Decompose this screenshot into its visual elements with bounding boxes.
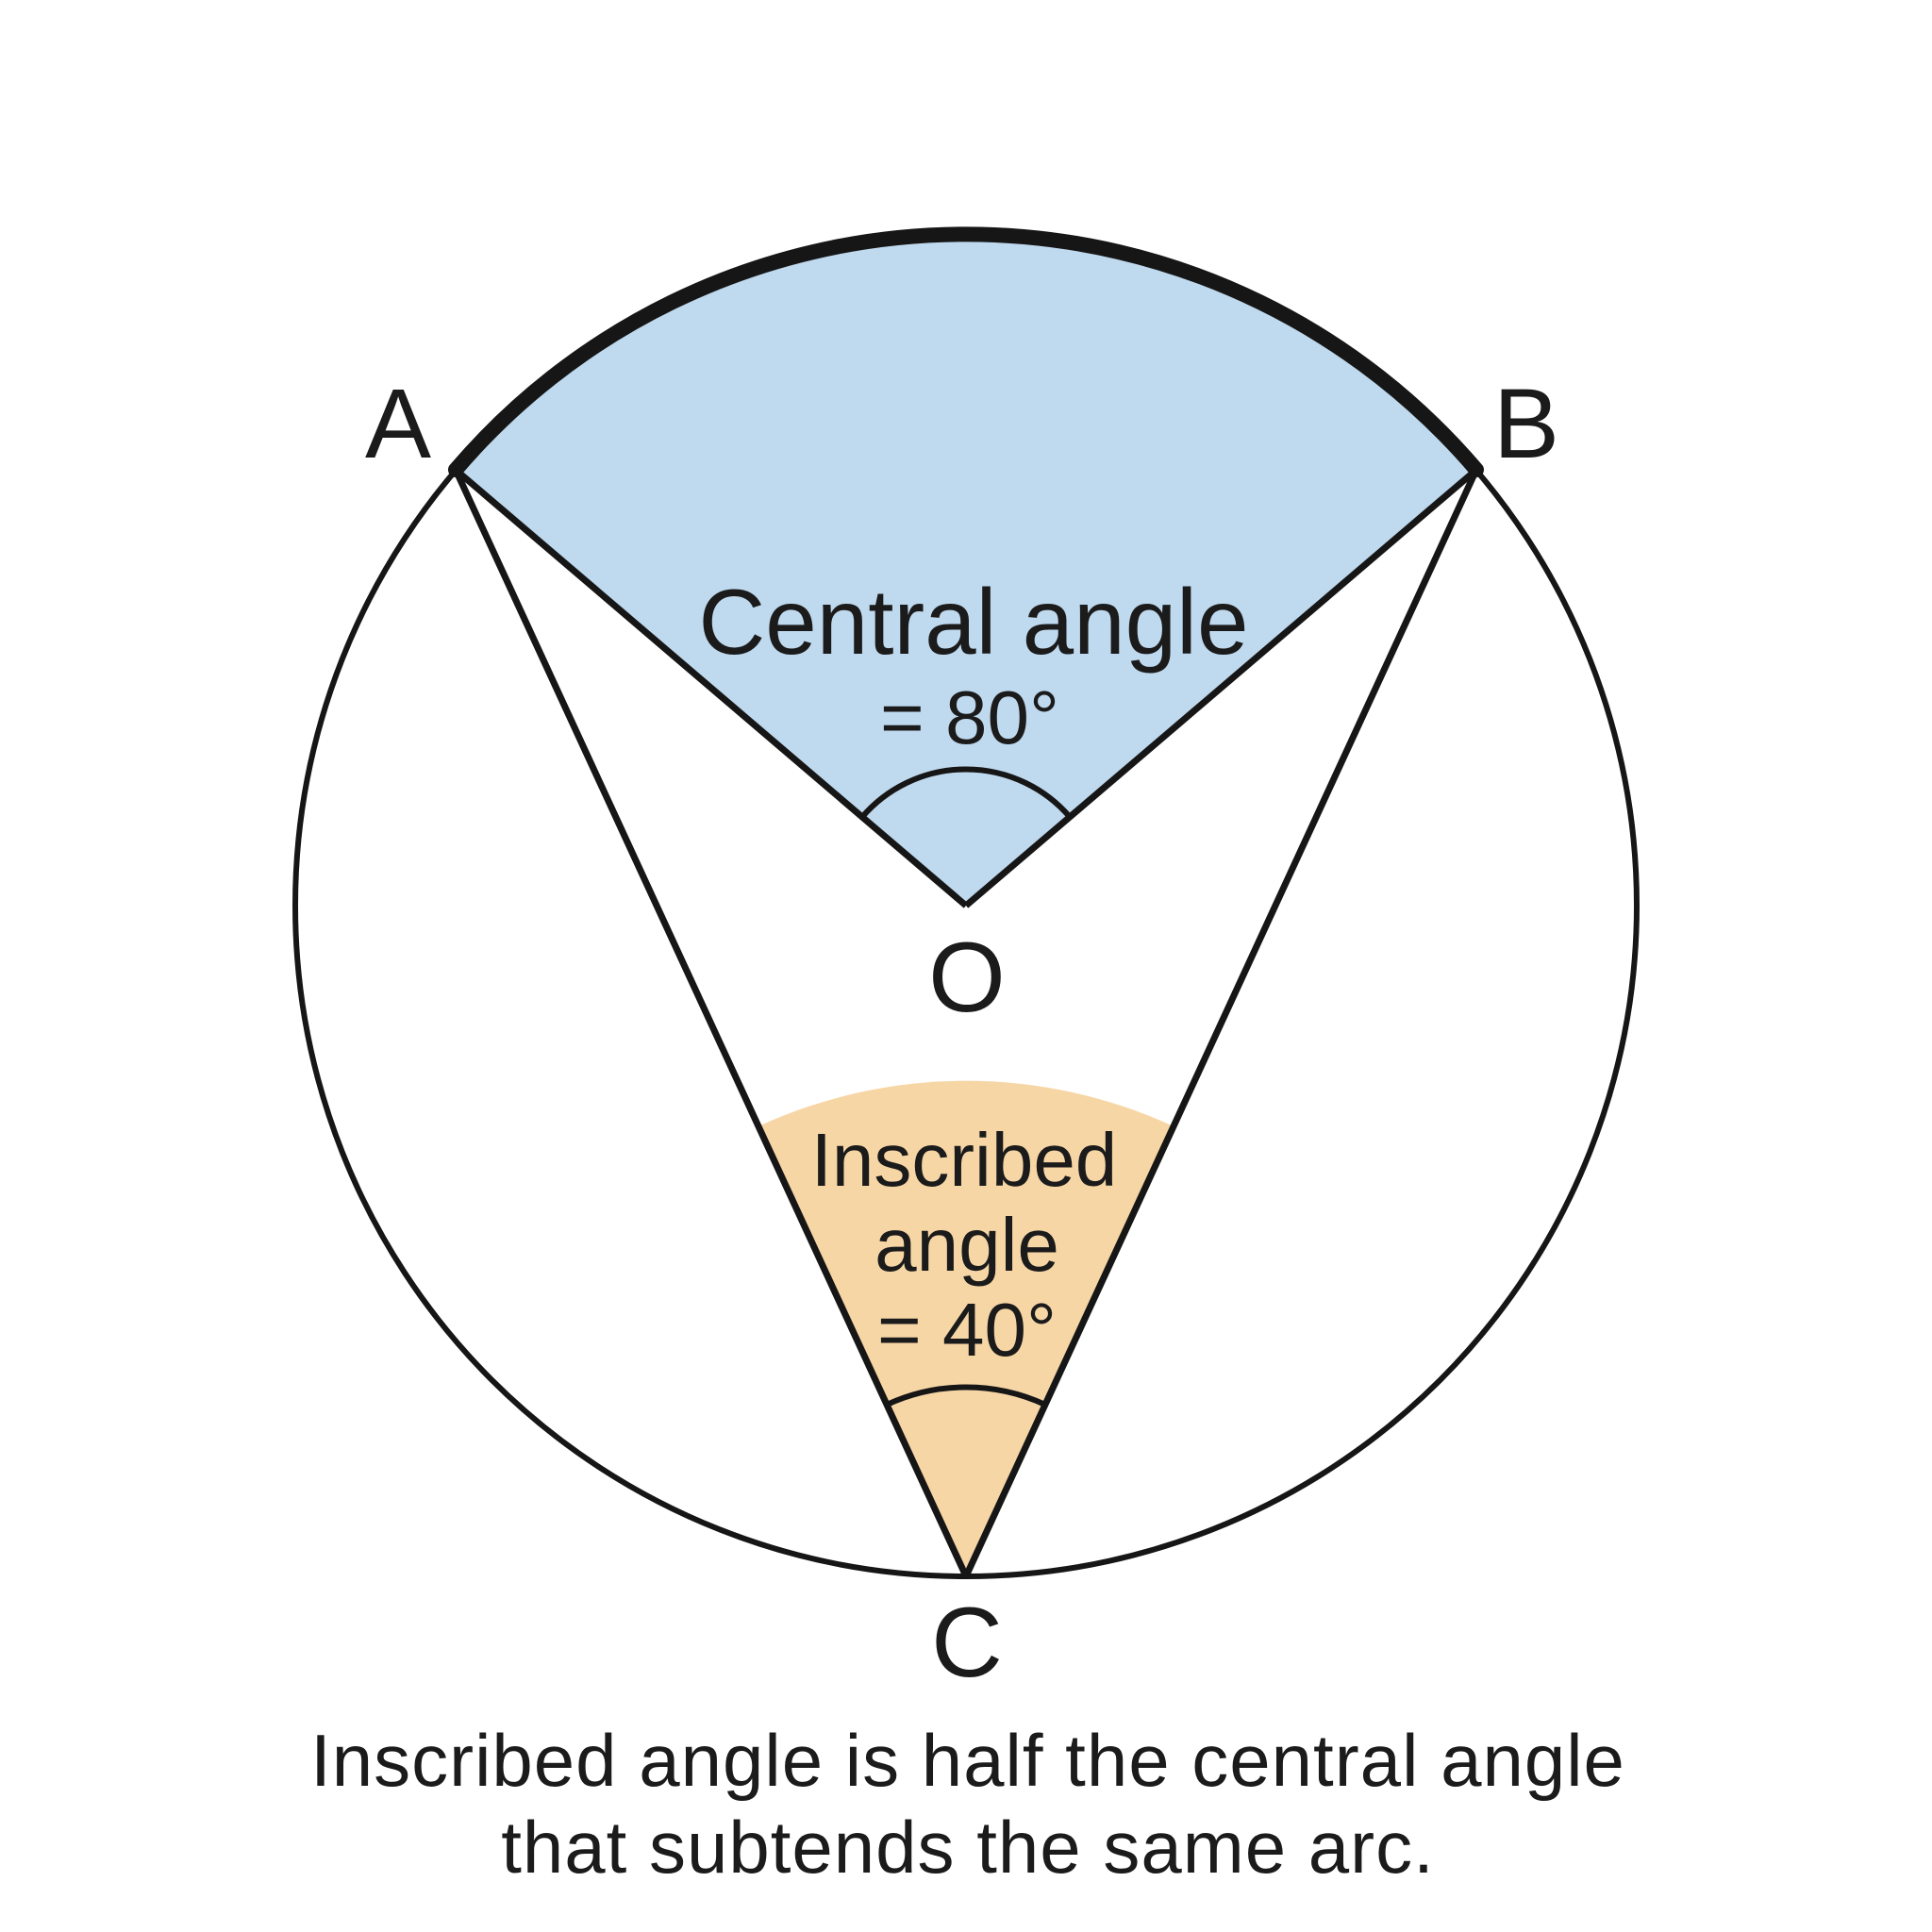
inscribed-angle-label-line1: Inscribed [811, 1118, 1118, 1202]
radius-oa-line [453, 467, 969, 908]
caption-line2: that subtends the same arc. [501, 1806, 1435, 1889]
point-a-label: A [365, 369, 431, 479]
central-angle-marker-arc [859, 766, 1073, 819]
central-angle-sector [456, 234, 1476, 906]
point-o-label: O [928, 923, 1006, 1033]
central-angle-label-line1: Central angle [699, 570, 1249, 674]
point-b-label: B [1493, 369, 1559, 479]
inscribed-angle-label-line2: angle [874, 1203, 1059, 1287]
inscribed-angle-marker-arc [885, 1384, 1047, 1407]
chord-ca-line [452, 468, 970, 1578]
chord-cb-line [962, 468, 1480, 1578]
radius-ob-line [963, 467, 1479, 908]
central-angle-value: = 80° [880, 675, 1059, 759]
inscribed-angle-value: = 40° [877, 1288, 1057, 1372]
inscribed-angle-sector [758, 1080, 1174, 1576]
subtended-arc-ab [448, 226, 1484, 477]
point-c-label: C [931, 1588, 1003, 1698]
caption-line1: Inscribed angle is half the central angl… [310, 1719, 1625, 1802]
